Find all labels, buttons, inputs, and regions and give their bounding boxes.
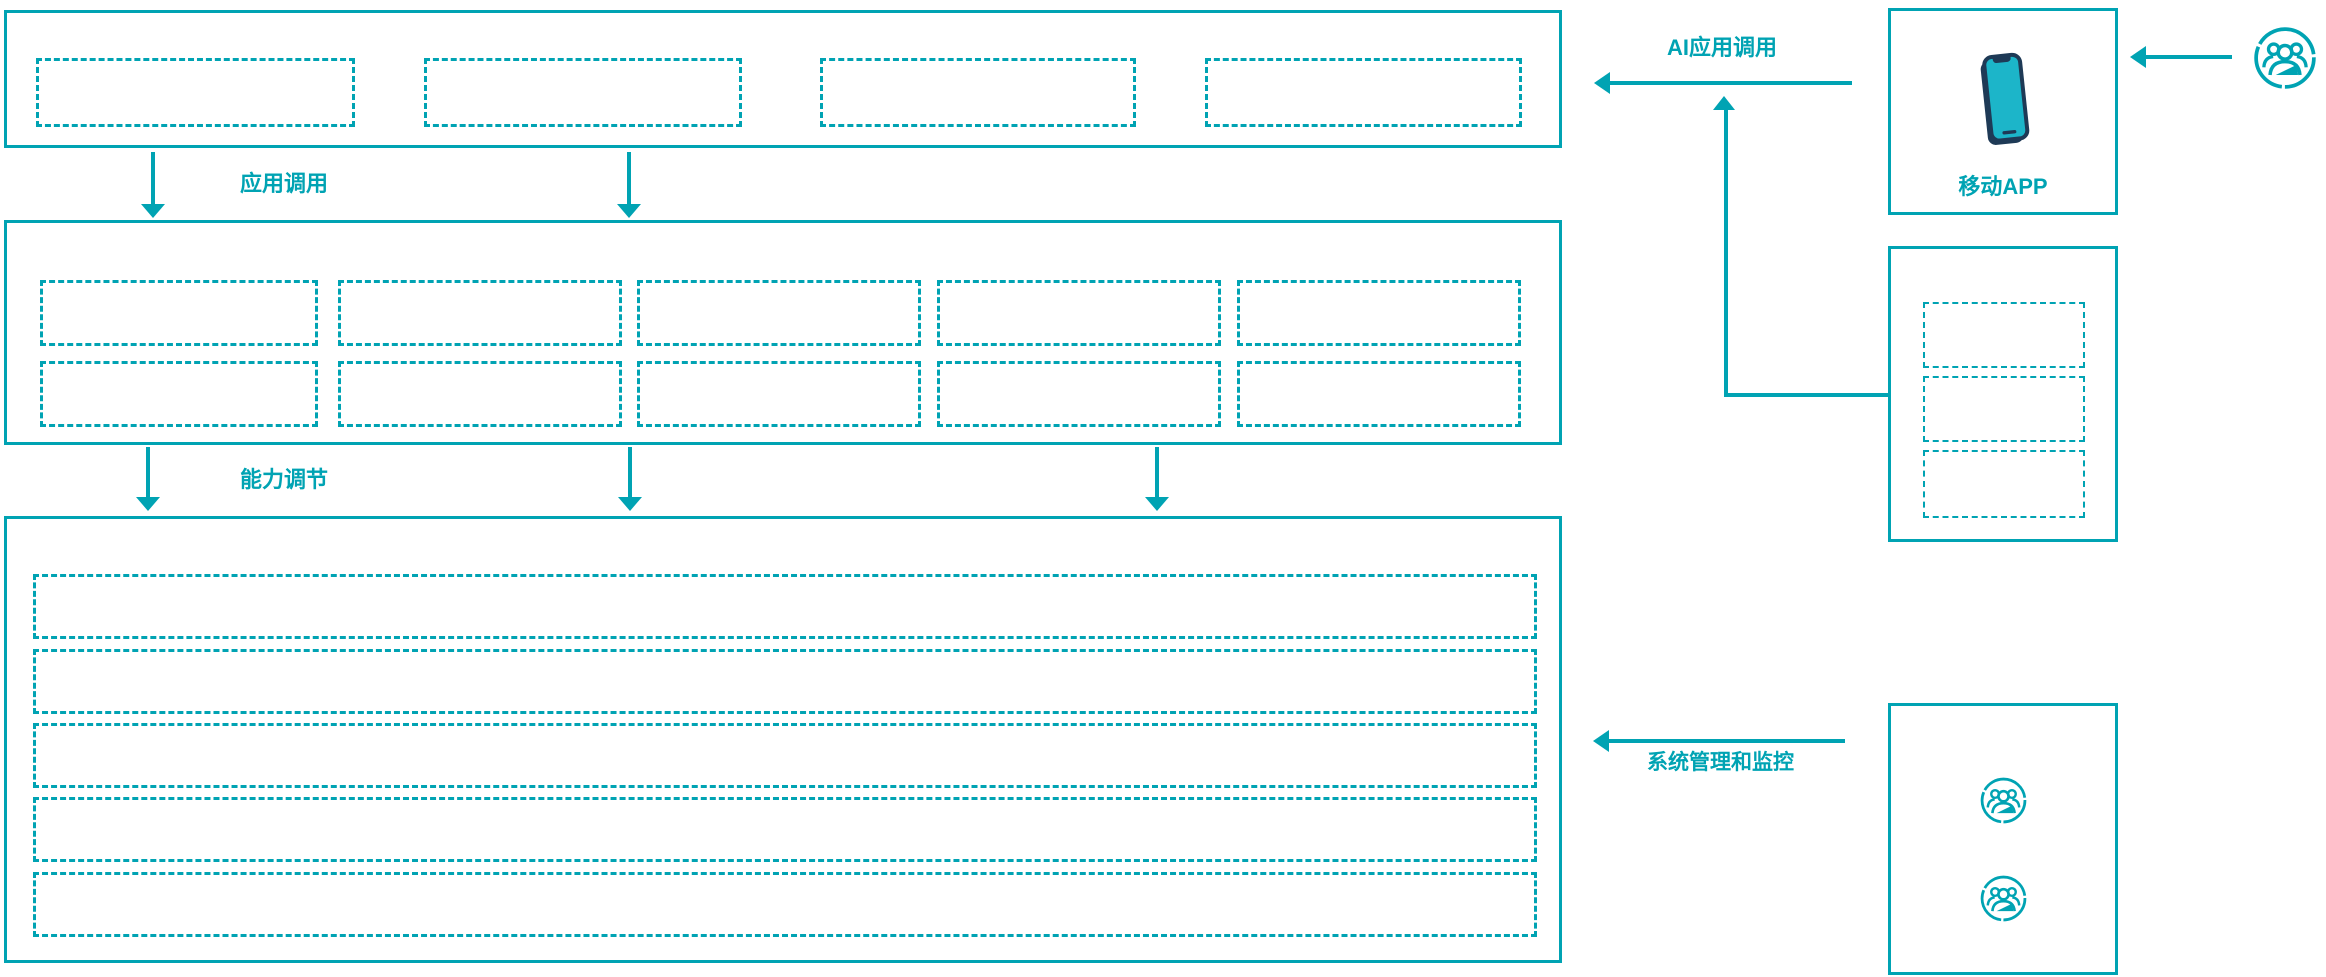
connector-line: [1724, 393, 1888, 397]
dashed-placeholder-box: [937, 280, 1221, 346]
top-layer-box: [4, 10, 1562, 148]
dashed-placeholder-box: [338, 361, 622, 427]
dashed-placeholder-row: [33, 574, 1537, 639]
dashed-placeholder-box: [40, 361, 318, 427]
flow-label-ai-app-call: AI应用调用: [1667, 35, 1778, 60]
users-icon: [1980, 875, 2027, 922]
arrow-stem: [628, 447, 632, 498]
dashed-placeholder-box: [36, 58, 355, 127]
arrow-head-down-icon: [617, 204, 641, 218]
arrow-head-up-icon: [1713, 96, 1735, 110]
arrow-head-left-icon: [1594, 72, 1610, 94]
console-box: [1888, 246, 2118, 542]
flow-label-capability-adjust: 能力调节: [240, 467, 329, 492]
arrow-stem: [2146, 55, 2232, 59]
smartphone-icon: [1980, 52, 2030, 145]
mobile-app-box: [1888, 8, 2118, 215]
dashed-placeholder-row: [33, 723, 1537, 788]
dashed-placeholder-row: [33, 649, 1537, 714]
dashed-placeholder-box: [937, 361, 1221, 427]
arrow-head-down-icon: [1145, 497, 1169, 511]
dashed-placeholder-box: [1923, 450, 2085, 518]
arrow-stem: [151, 152, 155, 205]
arrow-head-down-icon: [136, 497, 160, 511]
flow-label-app-call: 应用调用: [240, 171, 329, 196]
mobile-app-label: 移动APP: [1958, 174, 2048, 199]
dashed-placeholder-box: [1237, 280, 1521, 346]
dashed-placeholder-box: [40, 280, 318, 346]
dashed-placeholder-box: [637, 280, 921, 346]
arrow-head-left-icon: [2130, 46, 2146, 68]
dashed-placeholder-row: [33, 797, 1537, 862]
arrow-stem: [146, 447, 150, 498]
dashed-placeholder-box: [1205, 58, 1522, 127]
arrow-head-down-icon: [141, 204, 165, 218]
dashed-placeholder-row: [33, 872, 1537, 937]
arrow-stem: [1610, 81, 1852, 85]
arrow-stem: [627, 152, 631, 205]
arrow-stem: [1155, 447, 1159, 498]
dashed-placeholder-box: [637, 361, 921, 427]
arrow-stem: [1609, 739, 1845, 743]
dashed-placeholder-box: [1923, 302, 2085, 368]
dashed-placeholder-box: [1923, 376, 2085, 442]
arrow-stem: [1724, 110, 1728, 397]
dashed-placeholder-box: [424, 58, 742, 127]
flow-label-system-mgmt: 系统管理和监控: [1647, 751, 1794, 774]
dashed-placeholder-box: [1237, 361, 1521, 427]
middle-layer-box: [4, 220, 1562, 445]
users-icon: [1980, 777, 2027, 824]
arrow-head-down-icon: [618, 497, 642, 511]
users-icon: [2254, 27, 2316, 89]
dashed-placeholder-box: [820, 58, 1136, 127]
arrow-head-left-icon: [1593, 730, 1609, 752]
bottom-layer-box: [4, 516, 1562, 963]
dashed-placeholder-box: [338, 280, 622, 346]
admin-box: [1888, 703, 2118, 975]
